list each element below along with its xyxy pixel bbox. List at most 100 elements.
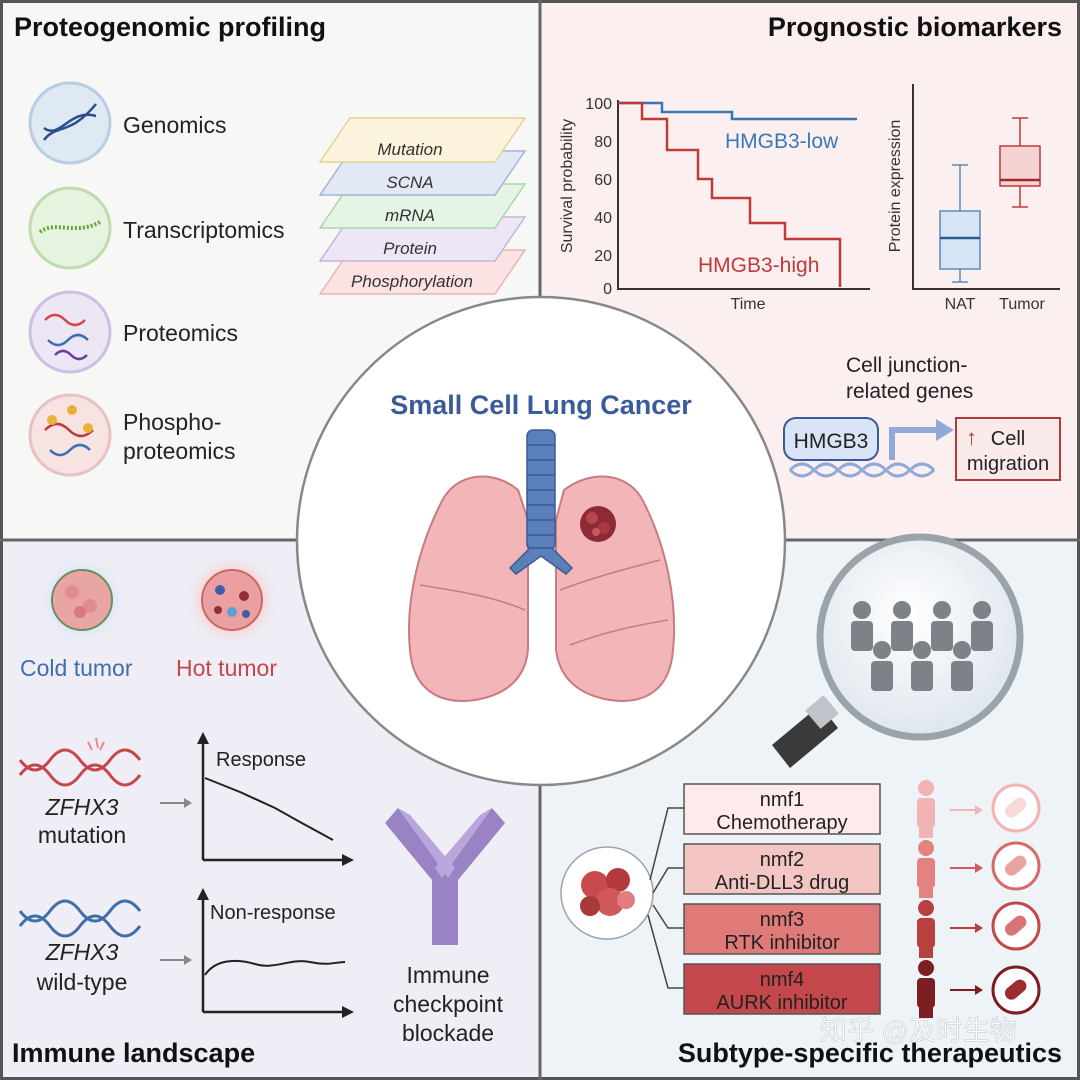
magnifier-icon <box>772 533 1024 768</box>
km-xlabel: Time <box>731 296 766 313</box>
boxplot: Protein expression NAT Tumor <box>887 84 1060 313</box>
pill-nmf4-icon <box>991 965 1041 1015</box>
gene-label: HMGB3 <box>794 430 869 453</box>
immune-title: Immune landscape <box>12 1038 255 1068</box>
omics-transcriptomics: Transcriptomics <box>123 217 284 243</box>
layer-protein-label: Protein <box>383 239 437 258</box>
subtype-connectors <box>647 807 684 989</box>
km-ylabel: Survival probability <box>559 119 576 253</box>
proteomics-icon <box>28 290 112 374</box>
subtype-nmf2-name: nmf2 <box>760 849 804 871</box>
cold-tumor-label: Cold tumor <box>20 655 133 681</box>
response-curve <box>204 777 334 841</box>
pill-nmf2-icon <box>991 841 1041 891</box>
profiling-title: Proteogenomic profiling <box>14 12 326 42</box>
pill-nmf1-icon <box>991 783 1041 833</box>
km-ytick-20: 20 <box>594 248 612 265</box>
population-icon <box>851 601 993 691</box>
box-ylabel: Protein expression <box>887 120 904 253</box>
wt-status-label: wild-type <box>36 969 128 995</box>
mut-gene-label: ZFHX3 <box>45 794 119 820</box>
patient-nmf4-icon <box>917 960 935 1018</box>
junction-line1: Cell junction- <box>846 354 967 377</box>
layer-mrna-label: mRNA <box>385 206 435 225</box>
km-curve-low <box>618 101 857 121</box>
km-ytick-0: 0 <box>603 281 612 298</box>
box-cat-nat: NAT <box>945 296 976 313</box>
gene-box <box>783 417 879 461</box>
km-high-label: HMGB3-high <box>698 254 819 277</box>
box-nat <box>939 164 981 283</box>
pill-nmf3-icon <box>991 901 1041 951</box>
icb-line2: checkpoint <box>393 991 504 1017</box>
wt-gene-label: ZFHX3 <box>45 939 119 965</box>
icb-line3: blockade <box>402 1020 494 1046</box>
up-arrow-icon: ↑ <box>966 425 977 450</box>
km-ytick-40: 40 <box>594 210 612 227</box>
patient-row-nmf4 <box>917 960 1041 1018</box>
effect-line1: Cell <box>991 428 1025 450</box>
center-title: Small Cell Lung Cancer <box>390 390 692 420</box>
response-plot <box>197 732 354 866</box>
lung-tumor <box>580 506 616 542</box>
layer-scna-label: SCNA <box>386 173 433 192</box>
omics-genomics: Genomics <box>123 112 227 138</box>
patient-row-nmf2 <box>917 840 1041 898</box>
patient-row-nmf3 <box>917 900 1041 958</box>
genomics-icon <box>28 81 112 165</box>
bronchi <box>508 547 574 575</box>
subtype-nmf4: nmf4 AURK inhibitor <box>683 963 881 1015</box>
subtype-nmf3-drug: RTK inhibitor <box>724 932 840 954</box>
junction-line2: related genes <box>846 380 973 403</box>
phosphoproteomics-icon <box>28 393 112 477</box>
activation-arrow-icon <box>889 427 938 460</box>
hot-tumor-icon <box>188 556 276 644</box>
response-label: Response <box>216 749 306 771</box>
layer-mutation <box>318 117 527 163</box>
hot-tumor-label: Hot tumor <box>176 655 277 681</box>
watermark: 知乎 @及时生物 <box>820 1016 1017 1046</box>
subtype-nmf2-drug: Anti-DLL3 drug <box>715 872 850 894</box>
omics-proteomics: Proteomics <box>123 320 238 346</box>
nonresponse-label: Non-response <box>210 902 336 924</box>
nonresponse-plot <box>197 888 354 1018</box>
layer-phosphorylation-label: Phosphorylation <box>351 272 473 291</box>
subtype-nmf3-name: nmf3 <box>760 909 804 931</box>
mutated-dna-icon <box>18 737 142 787</box>
antibody-icon <box>385 808 505 945</box>
gene-regulation: HMGB3 ↑ Cell migration <box>783 417 1061 481</box>
biomarkers-title: Prognostic biomarkers <box>768 12 1062 42</box>
subtype-nmf1: nmf1 Chemotherapy <box>683 783 881 835</box>
subtype-nmf3: nmf3 RTK inhibitor <box>683 903 881 955</box>
layer-mutation-label: Mutation <box>377 140 442 159</box>
nonresponse-curve <box>204 959 346 976</box>
subtype-nmf1-drug: Chemotherapy <box>716 812 847 834</box>
km-ytick-100: 100 <box>585 96 612 113</box>
km-ytick-80: 80 <box>594 134 612 151</box>
box-tumor <box>999 117 1041 208</box>
effect-box <box>955 417 1061 481</box>
cold-tumor-icon <box>38 556 126 644</box>
effect-line2: migration <box>967 453 1049 475</box>
icb-line1: Immune <box>406 962 489 988</box>
omics-phospho-line1: Phospho- <box>123 409 221 435</box>
transcriptomics-icon <box>28 186 112 270</box>
omics-layer-stack: Phosphorylation Protein mRNA SCNA Mutati… <box>318 117 527 295</box>
subtype-nmf2: nmf2 Anti-DLL3 drug <box>683 843 881 895</box>
omics-phospho-line2: proteomics <box>123 438 235 464</box>
patient-nmf2-icon <box>917 840 935 898</box>
subtype-nmf1-name: nmf1 <box>760 789 804 811</box>
left-lung <box>408 475 529 702</box>
km-ytick-60: 60 <box>594 172 612 189</box>
patient-nmf1-icon <box>917 780 935 838</box>
therapeutics-title: Subtype-specific therapeutics <box>678 1038 1062 1068</box>
wildtype-dna-icon <box>18 899 142 938</box>
patient-nmf3-icon <box>917 900 935 958</box>
km-curve-high <box>618 101 842 287</box>
tumor-cluster-icon <box>560 846 654 940</box>
subtype-nmf4-name: nmf4 <box>760 969 804 991</box>
subtype-nmf4-drug: AURK inhibitor <box>716 992 848 1014</box>
km-low-label: HMGB3-low <box>725 130 839 153</box>
